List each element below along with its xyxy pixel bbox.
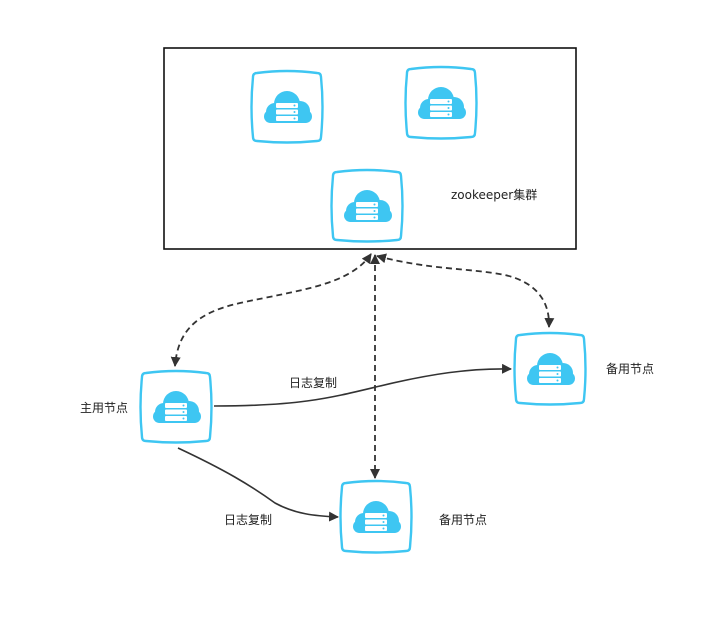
replication-label-bottom: 日志复制: [224, 513, 272, 527]
zookeeper-node-2-icon: [404, 65, 478, 140]
replication-edge-bottom: [177, 447, 339, 522]
primary-node-icon: [139, 369, 213, 444]
zookeeper-node-3-icon: [330, 168, 404, 243]
backup-node-bottom-icon: [339, 479, 413, 554]
zookeeper-node-1-icon: [250, 69, 324, 144]
primary-node-label: 主用节点: [80, 401, 128, 415]
backup-node-right-label: 备用节点: [606, 362, 654, 376]
zk-primary-edge: [170, 253, 372, 367]
backup-node-bottom-label: 备用节点: [439, 513, 487, 527]
zookeeper-cluster-box: [163, 47, 577, 250]
replication-label-right: 日志复制: [289, 376, 337, 390]
cluster-label: zookeeper集群: [451, 187, 537, 202]
backup-node-right-icon: [513, 331, 587, 406]
zk-backup-right-edge: [376, 253, 555, 328]
replication-edge-right: [213, 363, 512, 407]
